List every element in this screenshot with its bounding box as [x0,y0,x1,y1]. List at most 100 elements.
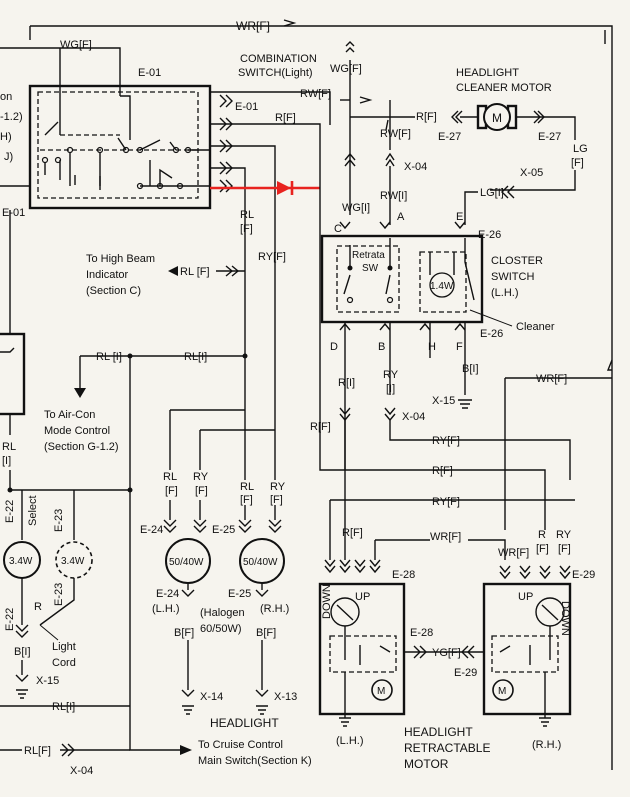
rl-label-v1: RL [240,209,254,221]
hl-f2: [F] [195,485,208,497]
closter-b-i: B[I] [462,363,479,375]
lb-lamp2: 3.4W [61,556,85,567]
left-bottom-section: RL [I] E-22 Select E-23 3.4W 3.4W E-23 R… [0,210,133,777]
lb-e23: E-23 [53,509,65,532]
r-f-label-switch: R[F] [275,112,296,124]
aircon-3: (Section G-1.2) [44,441,119,453]
pin-e: E [456,211,463,223]
e27-left: E-27 [438,131,461,143]
rt-wr-f: WR[F] [430,531,461,543]
closter-rw-f: RW[F] [380,128,411,140]
retractable-motors: R[F] WR[F] WR[F] R [F] RY [F] E-28 E-29 … [318,500,595,771]
closter-ry-v1: RY [383,369,399,381]
rt-e28-b: E-28 [410,627,433,639]
combination-switch-title-2: SWITCH(Light) [238,67,313,79]
hl-ry2: RY [270,481,286,493]
hl-f1: [F] [165,485,178,497]
closter-title-1: CLOSTER [491,255,543,267]
hl-bf-r: B[F] [256,627,276,639]
rt-rh: (R.H.) [532,739,561,751]
rt-title-2: RETRACTABLE [404,741,490,755]
hl-x14: X-14 [200,691,223,703]
rt-e29-b: E-29 [454,667,477,679]
left-partial-4: J) [4,151,13,163]
closter-x15: X-15 [432,395,455,407]
hl-x13: X-13 [274,691,297,703]
closter-title-3: (L.H.) [491,287,519,299]
left-partial-2: -1.2) [0,111,23,123]
hl-e25: E-25 [212,524,235,536]
rt-lh: (L.H.) [336,735,364,747]
headlight-cleaner-motor: HEADLIGHT CLEANER MOTOR M R[F] E-27 E-27… [350,67,588,191]
rt-down-r: DOWN [559,601,571,636]
rl-i-right: RL[I] [184,351,207,363]
lb-r: R [34,601,42,613]
lb-e23-b: E-23 [53,583,65,606]
rl-f-mid: RL [F] [180,266,210,278]
hl-f4: [F] [270,494,283,506]
rt-motor-l: M [377,686,385,697]
lb-e22: E-22 [4,500,16,523]
rt-yg-f: YG[F] [432,647,461,659]
e26-bottom: E-26 [480,328,503,340]
closter-wg-f: WG[F] [330,63,362,75]
lb-select: Select [27,495,39,526]
left-partial-1: on [0,91,12,103]
rt-title-1: HEADLIGHT [404,725,473,739]
rt-f-b: [F] [558,543,571,555]
cleaner-motor-m: M [492,111,502,125]
rt-down-l: DOWN [321,584,333,619]
cleaner-motor-title-1: HEADLIGHT [456,67,519,79]
high-beam-1: To High Beam [86,253,155,265]
lb-light-2: Cord [52,657,76,669]
closter-x04: X-04 [404,161,427,173]
top-wire-wr: WR[F] [29,19,613,770]
hl-bulb-l: 50/40W [169,557,204,568]
cleaner-motor-title-2: CLEANER MOTOR [456,82,552,94]
closter-lg-i: LG[I] [480,187,504,199]
cruise-1: To Cruise Control [198,739,283,751]
connector-e01-right: RW[F] R[F] RL [F] RY[F] [210,88,373,263]
red-diode-highlight [210,181,320,195]
retrata-2: SW [362,263,379,274]
hl-halogen-2: 60/50W) [200,623,242,635]
headlight-title: HEADLIGHT [210,716,279,730]
high-beam-3: (Section C) [86,285,141,297]
high-beam-2: Indicator [86,269,129,281]
wr-top-label: WR[F] [236,19,270,33]
lb-rl: RL [2,441,16,453]
rt-motor-r: M [498,686,506,697]
hl-rh: (R.H.) [260,603,289,615]
rt-up-l: UP [355,591,370,603]
left-partial-3: H) [0,131,12,143]
lb-x15: X-15 [36,675,59,687]
middle-wiring: To High Beam Indicator (Section C) RL [F… [44,160,575,530]
rl-label-v2: [F] [240,223,253,235]
lb-x04: X-04 [70,765,93,777]
closter-wg-i: WG[I] [342,202,370,214]
closter-rw-i: RW[I] [380,190,407,202]
rt-wr-f2: WR[F] [498,547,529,559]
e01-right-label: E-01 [235,101,258,113]
pin-c: C [334,223,342,235]
pin-h: H [428,341,436,353]
hl-bf-l: B[F] [174,627,194,639]
retract-motor-lh-icon [371,679,393,701]
ry-f-b: RY[F] [432,496,460,508]
pin-a: A [397,211,405,223]
lb-rl-f: RL[F] [24,745,51,757]
lg-v1: LG [573,143,588,155]
retract-motor-rh-icon [492,679,514,701]
closter-title-2: SWITCH [491,271,534,283]
lg-v2: [F] [571,157,584,169]
closter-switch: WG[F] RW[F] X-04 RW[I] WG[I] A C E X-05 … [320,41,612,530]
retrata-1: Retrata [352,250,385,261]
closter-lamp: 1.4W [430,281,454,292]
rt-up-r: UP [518,591,533,603]
rt-r-f: R[F] [342,527,363,539]
hl-halogen-1: (Halogen [200,607,245,619]
closter-wr-f: WR[F] [536,373,567,385]
hl-e25-b: E-25 [228,588,251,600]
rt-title-3: MOTOR [404,757,449,771]
